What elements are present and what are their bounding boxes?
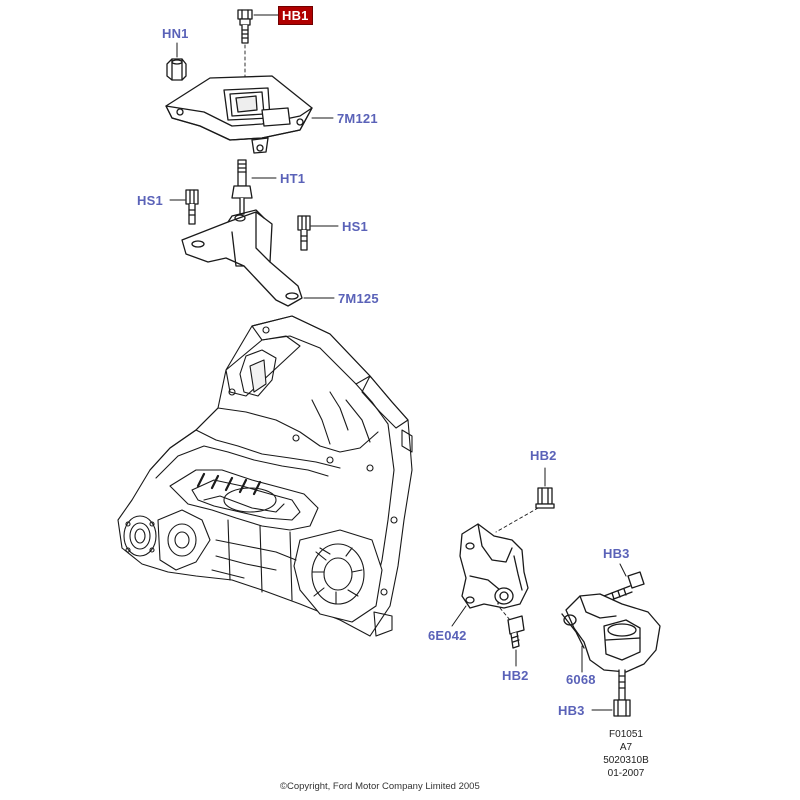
bracket-7m125[interactable] (181, 209, 303, 307)
mount-7m121[interactable] (165, 75, 313, 154)
figure-info: F01051 A7 5020310B 01-2007 (598, 728, 654, 780)
callout-hb3-top[interactable]: HB3 (603, 546, 630, 561)
figure-part-number: 5020310B (603, 755, 649, 766)
callout-hb2-bottom[interactable]: HB2 (502, 668, 529, 683)
ht1-stud[interactable] (231, 159, 253, 215)
copyright-notice: ©Copyright, Ford Motor Company Limited 2… (280, 781, 480, 792)
hb1-bolt[interactable] (237, 9, 253, 44)
callout-ht1[interactable]: HT1 (280, 171, 306, 186)
callout-6068[interactable]: 6068 (566, 672, 596, 687)
callout-6e042[interactable]: 6E042 (428, 628, 467, 643)
mount-6068[interactable] (561, 593, 661, 673)
hb2-top-bolt[interactable] (535, 487, 555, 509)
figure-model: A7 (619, 742, 633, 753)
callout-7m125[interactable]: 7M125 (338, 291, 379, 306)
callout-hs1-right[interactable]: HS1 (342, 219, 368, 234)
callout-hb1[interactable]: HB1 (278, 6, 313, 25)
callout-7m121[interactable]: 7M121 (337, 111, 378, 126)
hb3-top-bolt[interactable] (603, 571, 645, 603)
callout-hs1-left[interactable]: HS1 (137, 193, 163, 208)
hb2-bottom-bolt[interactable] (507, 615, 525, 649)
callout-hb2-top[interactable]: HB2 (530, 448, 557, 463)
transmission-housing (117, 315, 413, 637)
hs1-left-bolt[interactable] (185, 189, 199, 225)
hb3-bottom-bolt[interactable] (613, 669, 631, 717)
hs1-right-bolt[interactable] (297, 215, 311, 251)
figure-date: 01-2007 (607, 768, 645, 779)
figure-id: F01051 (609, 729, 643, 740)
callout-hb3-bottom[interactable]: HB3 (558, 703, 585, 718)
bracket-6e042[interactable] (459, 523, 529, 609)
hn1-nut[interactable] (166, 58, 187, 81)
callout-hn1[interactable]: HN1 (162, 26, 189, 41)
